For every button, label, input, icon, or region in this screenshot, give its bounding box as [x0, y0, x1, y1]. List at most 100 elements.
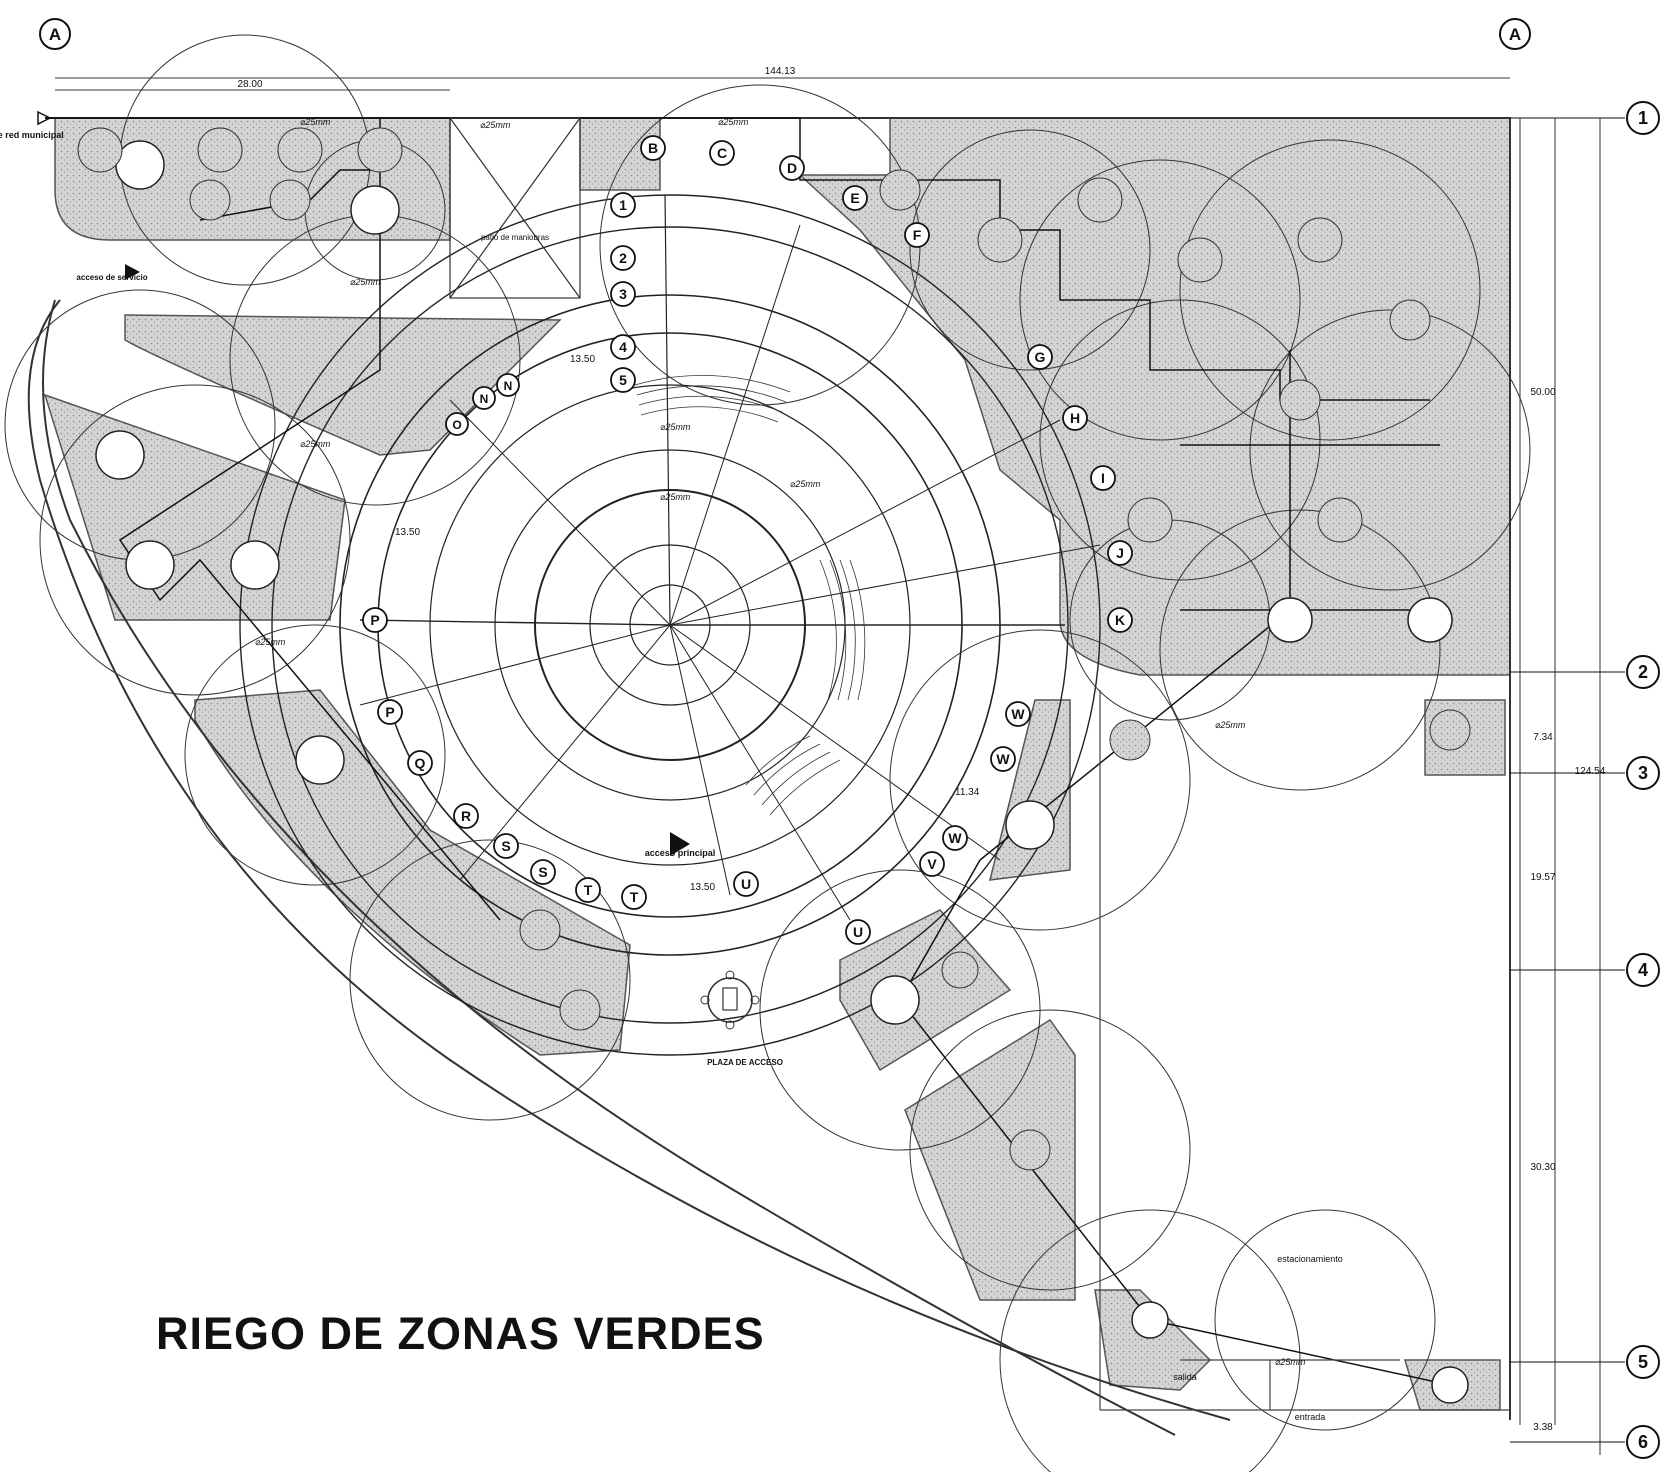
- grid-axis-numbers: 1 2 3 4 5 6: [1510, 101, 1660, 1459]
- pipe-label: ⌀25mm: [255, 637, 286, 647]
- radial-marker: D: [779, 155, 805, 181]
- radial-label: O: [452, 418, 461, 432]
- stepped-seating: [634, 375, 866, 816]
- radial-label: W: [948, 830, 962, 846]
- ring-marker: 4: [610, 334, 636, 360]
- radial-label: V: [927, 856, 937, 872]
- radial-axis-markers: B C D E F G H I J K N N O P P Q R S S T …: [362, 135, 1133, 945]
- tree-canopies: [77, 127, 1471, 1171]
- dim-right-5-6: 3.38: [1533, 1422, 1553, 1433]
- radial-label: E: [850, 190, 859, 206]
- main-access-label: acceso principal: [645, 848, 716, 858]
- radial-marker: T: [621, 884, 647, 910]
- radial-label: B: [648, 140, 658, 156]
- green-zone-south: [904, 1018, 1076, 1301]
- grid-axis-letters: A A: [39, 18, 1531, 50]
- ring-marker: 3: [610, 281, 636, 307]
- pipe-label: ⌀25mm: [300, 117, 331, 127]
- radial-label: R: [461, 808, 471, 824]
- radial-marker: U: [733, 871, 759, 897]
- radial-marker: O: [445, 412, 469, 436]
- green-zone-center-south: [839, 909, 1012, 1072]
- radial-marker: U: [845, 919, 871, 945]
- maneuver-yard-label: patio de maniobras: [481, 233, 549, 242]
- pipe-label: ⌀25mm: [660, 492, 691, 502]
- radial-marker: H: [1062, 405, 1088, 431]
- ring-label: 2: [619, 250, 627, 266]
- pipe-label: ⌀25mm: [660, 422, 691, 432]
- ring-marker: 2: [610, 245, 636, 271]
- radial-label: S: [501, 838, 510, 854]
- pipe-label: ⌀25mm: [1215, 720, 1246, 730]
- dim-radial-a: 13.50: [570, 354, 595, 365]
- radial-marker: S: [530, 859, 556, 885]
- main-access-arrow-icon: [670, 832, 690, 856]
- radial-marker: E: [842, 185, 868, 211]
- circular-building: [239, 194, 1101, 1056]
- radial-marker: N: [472, 386, 496, 410]
- radial-label: T: [584, 882, 593, 898]
- dim-radial-d: 13.50: [690, 882, 715, 893]
- radial-label: N: [504, 379, 513, 393]
- grid-number: 1: [1638, 108, 1648, 128]
- dim-right-1-2: 50.00: [1530, 387, 1555, 398]
- road-lines: [1099, 690, 1510, 1411]
- dim-right-total: 124.54: [1575, 766, 1606, 777]
- radial-marker: G: [1027, 344, 1053, 370]
- dim-right-4-5: 30.30: [1530, 1162, 1555, 1173]
- parking-label: estacionamiento: [1277, 1254, 1343, 1264]
- dim-right-2-3: 7.34: [1533, 732, 1553, 743]
- radial-marker: I: [1090, 465, 1116, 491]
- radial-label: F: [913, 227, 922, 243]
- radial-label: H: [1070, 410, 1080, 426]
- exit-label: salida: [1173, 1372, 1197, 1382]
- grid-number: 4: [1638, 960, 1648, 980]
- dimension-text: 144.13 28.00 50.00 7.34 19.57 30.30 3.38…: [237, 66, 1605, 1433]
- water-source-marker-icon: [37, 110, 52, 126]
- dim-right-3-4: 19.57: [1530, 872, 1555, 883]
- radial-marker: C: [709, 140, 735, 166]
- radial-label: P: [385, 704, 394, 720]
- radial-label: C: [717, 145, 727, 161]
- radial-marker: K: [1107, 607, 1133, 633]
- ring-marker: 5: [610, 367, 636, 393]
- service-access-arrow-icon: [125, 264, 140, 280]
- radial-marker: Q: [407, 750, 433, 776]
- radial-label: U: [741, 876, 751, 892]
- plaza-emblem: [700, 970, 760, 1030]
- radial-label: U: [853, 924, 863, 940]
- radial-label: S: [538, 864, 547, 880]
- radial-marker: S: [493, 833, 519, 859]
- radial-label: N: [480, 392, 489, 406]
- radial-label: W: [996, 751, 1010, 767]
- dim-radial-c: 11.34: [955, 787, 980, 798]
- radial-label: Q: [415, 755, 426, 771]
- grid-label: A: [49, 25, 61, 44]
- radial-marker: J: [1107, 540, 1133, 566]
- grid-number: 5: [1638, 1352, 1648, 1372]
- grid-marker-a-right: A: [1499, 18, 1531, 50]
- dim-top-left: 28.00: [237, 79, 262, 90]
- radial-label: K: [1115, 612, 1125, 628]
- place-labels: de red municipal acceso de servicio pati…: [0, 130, 1343, 1422]
- water-source-label: de red municipal: [0, 130, 64, 140]
- radial-label: T: [630, 889, 639, 905]
- green-zone-mid-right: [989, 699, 1071, 881]
- entry-label: entrada: [1295, 1412, 1326, 1422]
- ring-label: 4: [619, 339, 627, 355]
- radial-label: G: [1035, 349, 1046, 365]
- pipe-label: ⌀25mm: [1275, 1357, 1306, 1367]
- pipe-label: ⌀25mm: [350, 277, 381, 287]
- radial-marker: F: [904, 222, 930, 248]
- drawing-title: RIEGO DE ZONAS VERDES: [156, 1308, 765, 1359]
- maneuver-yard: [449, 117, 581, 299]
- radial-marker: V: [919, 851, 945, 877]
- grid-number: 3: [1638, 763, 1648, 783]
- radial-marker: W: [990, 746, 1016, 772]
- radial-marker: P: [377, 699, 403, 725]
- radial-marker: W: [1005, 701, 1031, 727]
- ring-marker: 1: [610, 192, 636, 218]
- pipe-label: ⌀25mm: [480, 120, 511, 130]
- ring-number-markers: 1 2 3 4 5: [610, 192, 636, 393]
